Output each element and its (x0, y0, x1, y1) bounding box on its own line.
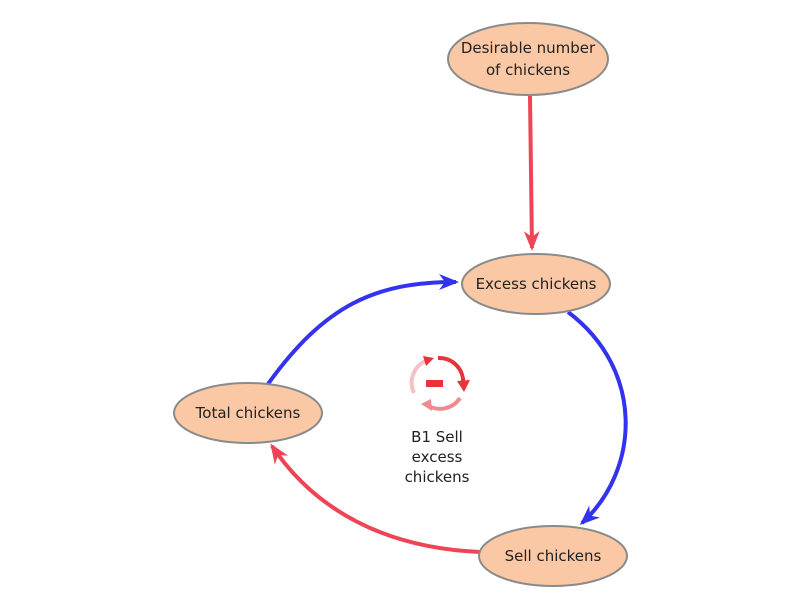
loop-label-line1: B1 Sell (411, 428, 463, 446)
link-total-to-excess (266, 274, 459, 386)
node-excess-label: Excess chickens (476, 275, 597, 293)
node-total-chickens[interactable]: Total chickens (173, 382, 323, 444)
node-desirable-label-line2: of chickens (486, 61, 570, 79)
node-sell-label: Sell chickens (505, 547, 602, 565)
node-desirable-label-line1: Desirable number (461, 39, 596, 57)
node-excess-chickens[interactable]: Excess chickens (461, 253, 611, 315)
link-desirable-to-excess (523, 95, 540, 251)
node-desirable-number-of-chickens[interactable]: Desirable number of chickens (447, 22, 609, 96)
node-total-label: Total chickens (195, 404, 301, 422)
loop-label-line3: chickens (405, 468, 470, 486)
balancing-loop-icon (409, 355, 470, 411)
link-excess-to-sell (566, 310, 628, 526)
node-sell-chickens[interactable]: Sell chickens (478, 525, 628, 587)
loop-label-line2: excess (412, 448, 463, 466)
link-sell-to-total (270, 443, 481, 554)
